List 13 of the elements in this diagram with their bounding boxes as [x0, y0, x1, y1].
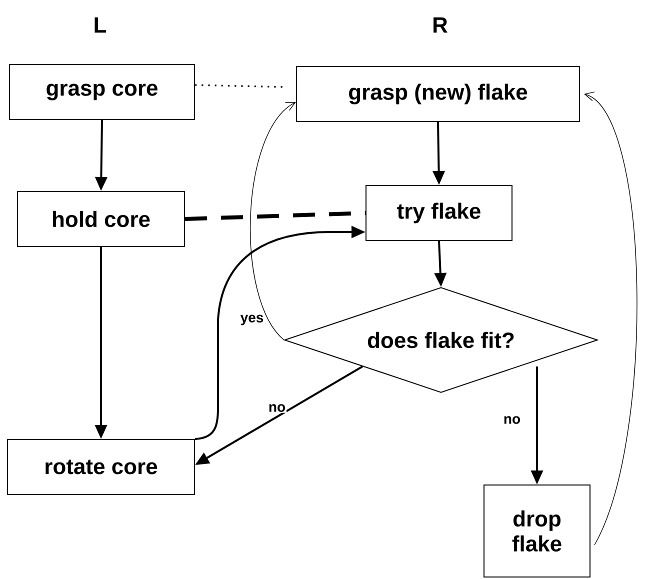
- column-heading: R: [434, 17, 448, 33]
- edge-label: no: [267, 403, 287, 413]
- process-box: grasp (new) flake: [296, 66, 580, 122]
- arrow: [250, 102, 296, 340]
- process-box: grasp core: [9, 64, 195, 120]
- edge-label: no: [502, 415, 522, 425]
- arrow: [584, 92, 638, 546]
- process-box: drop flake: [484, 484, 590, 578]
- process-box: hold core: [17, 191, 185, 247]
- column-heading: L: [94, 17, 106, 33]
- process-box: rotate core: [7, 439, 195, 495]
- process-box: try flake: [366, 185, 512, 241]
- edge-label: yes: [239, 314, 265, 326]
